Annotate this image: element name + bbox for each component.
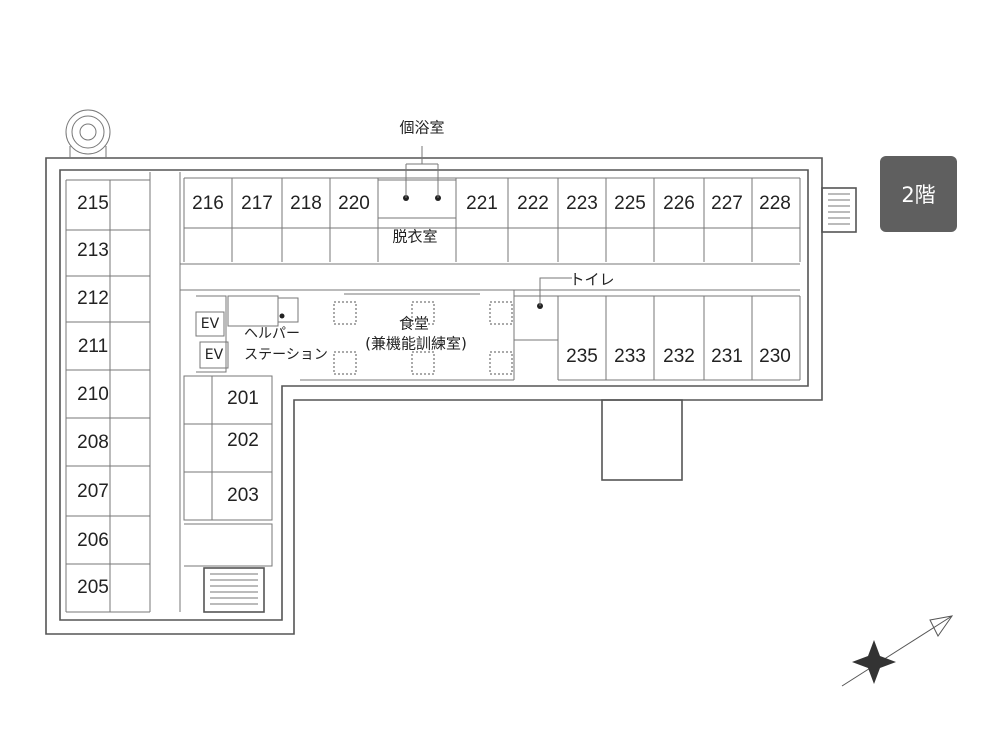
dressing-room-label: 脱衣室	[392, 228, 437, 246]
core-area	[195, 295, 299, 373]
room-233-label: 233	[614, 346, 646, 367]
room-235-label: 235	[566, 346, 598, 367]
room-222-label: 222	[517, 193, 549, 214]
room-228-label: 228	[759, 193, 791, 214]
room-230-label: 230	[759, 346, 791, 367]
room-labels: 215 213 212 211 210 208 207 206 205 216 …	[77, 193, 791, 598]
lower-rooms-grid	[183, 375, 273, 613]
room-215-label: 215	[77, 193, 109, 214]
room-203-label: 203	[227, 485, 259, 506]
left-rooms-grid	[65, 179, 150, 613]
room-226-label: 226	[663, 193, 695, 214]
room-210-label: 210	[77, 384, 109, 405]
elevator-label-2: EV	[205, 347, 224, 363]
room-217-label: 217	[241, 193, 273, 214]
room-205-label: 205	[77, 577, 109, 598]
room-208-label: 208	[77, 432, 109, 453]
room-223-label: 223	[566, 193, 598, 214]
helper-station-label-2: ステーション	[244, 347, 328, 363]
helper-station-label-1: ヘルパー	[244, 326, 300, 342]
private-bath-label: 個浴室	[399, 119, 444, 137]
floor-badge: 2階	[880, 156, 957, 232]
room-232-label: 232	[663, 346, 695, 367]
bottom-right-rooms-grid	[513, 277, 801, 381]
bath-area	[377, 146, 457, 219]
compass-icon	[841, 615, 954, 687]
dining-sub-label: (兼機能訓練室)	[365, 335, 467, 353]
dining-tables	[300, 290, 515, 381]
room-231-label: 231	[711, 346, 743, 367]
room-218-label: 218	[290, 193, 322, 214]
toilet-label: トイレ	[569, 271, 614, 289]
top-rooms-grid	[183, 177, 801, 262]
room-225-label: 225	[614, 193, 646, 214]
room-211-label: 211	[78, 336, 108, 357]
room-201-label: 201	[227, 388, 259, 409]
elevator-label-1: EV	[201, 316, 220, 332]
dining-label: 食堂	[399, 315, 429, 333]
room-202-label: 202	[227, 430, 259, 451]
room-221-label: 221	[466, 193, 498, 214]
room-212-label: 212	[77, 288, 109, 309]
area-labels: 個浴室 脱衣室 トイレ 食堂 (兼機能訓練室) ヘルパー ステーション EV E…	[201, 119, 615, 364]
room-220-label: 220	[338, 193, 370, 214]
room-216-label: 216	[192, 193, 224, 214]
room-206-label: 206	[77, 530, 109, 551]
room-227-label: 227	[711, 193, 743, 214]
room-213-label: 213	[77, 240, 109, 261]
room-207-label: 207	[77, 481, 109, 502]
building-outline	[45, 109, 857, 635]
